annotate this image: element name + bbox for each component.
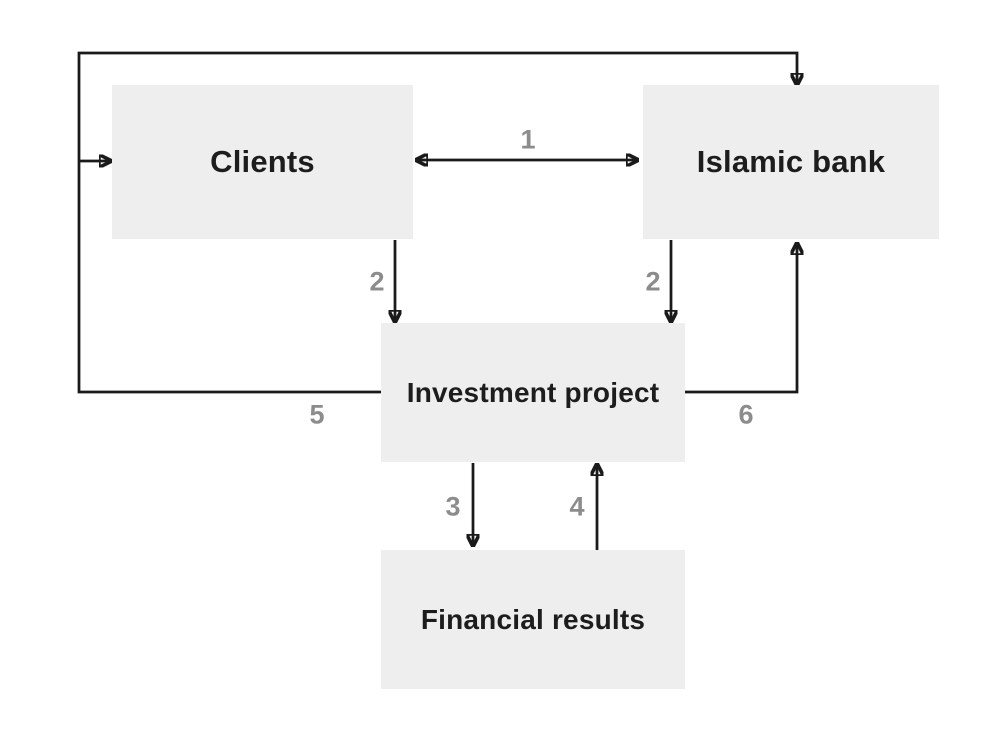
node-investment-project: Investment project: [381, 323, 685, 462]
flow-label-2-bank: 2: [645, 266, 661, 297]
flow-label-3: 3: [445, 491, 461, 522]
flow-label-1: 1: [520, 124, 536, 155]
flow-label-4: 4: [569, 491, 585, 522]
node-islamic-bank: Islamic bank: [643, 85, 939, 239]
connector-6-project-bank: [685, 244, 797, 394]
flow-label-5: 5: [309, 399, 325, 430]
flow-label-2-clients: 2: [369, 266, 385, 297]
flow-label-6: 6: [738, 399, 754, 430]
node-financial-results: Financial results: [381, 550, 685, 689]
connector-5-feedback-loop: [77, 51, 797, 394]
node-clients: Clients: [112, 85, 413, 239]
